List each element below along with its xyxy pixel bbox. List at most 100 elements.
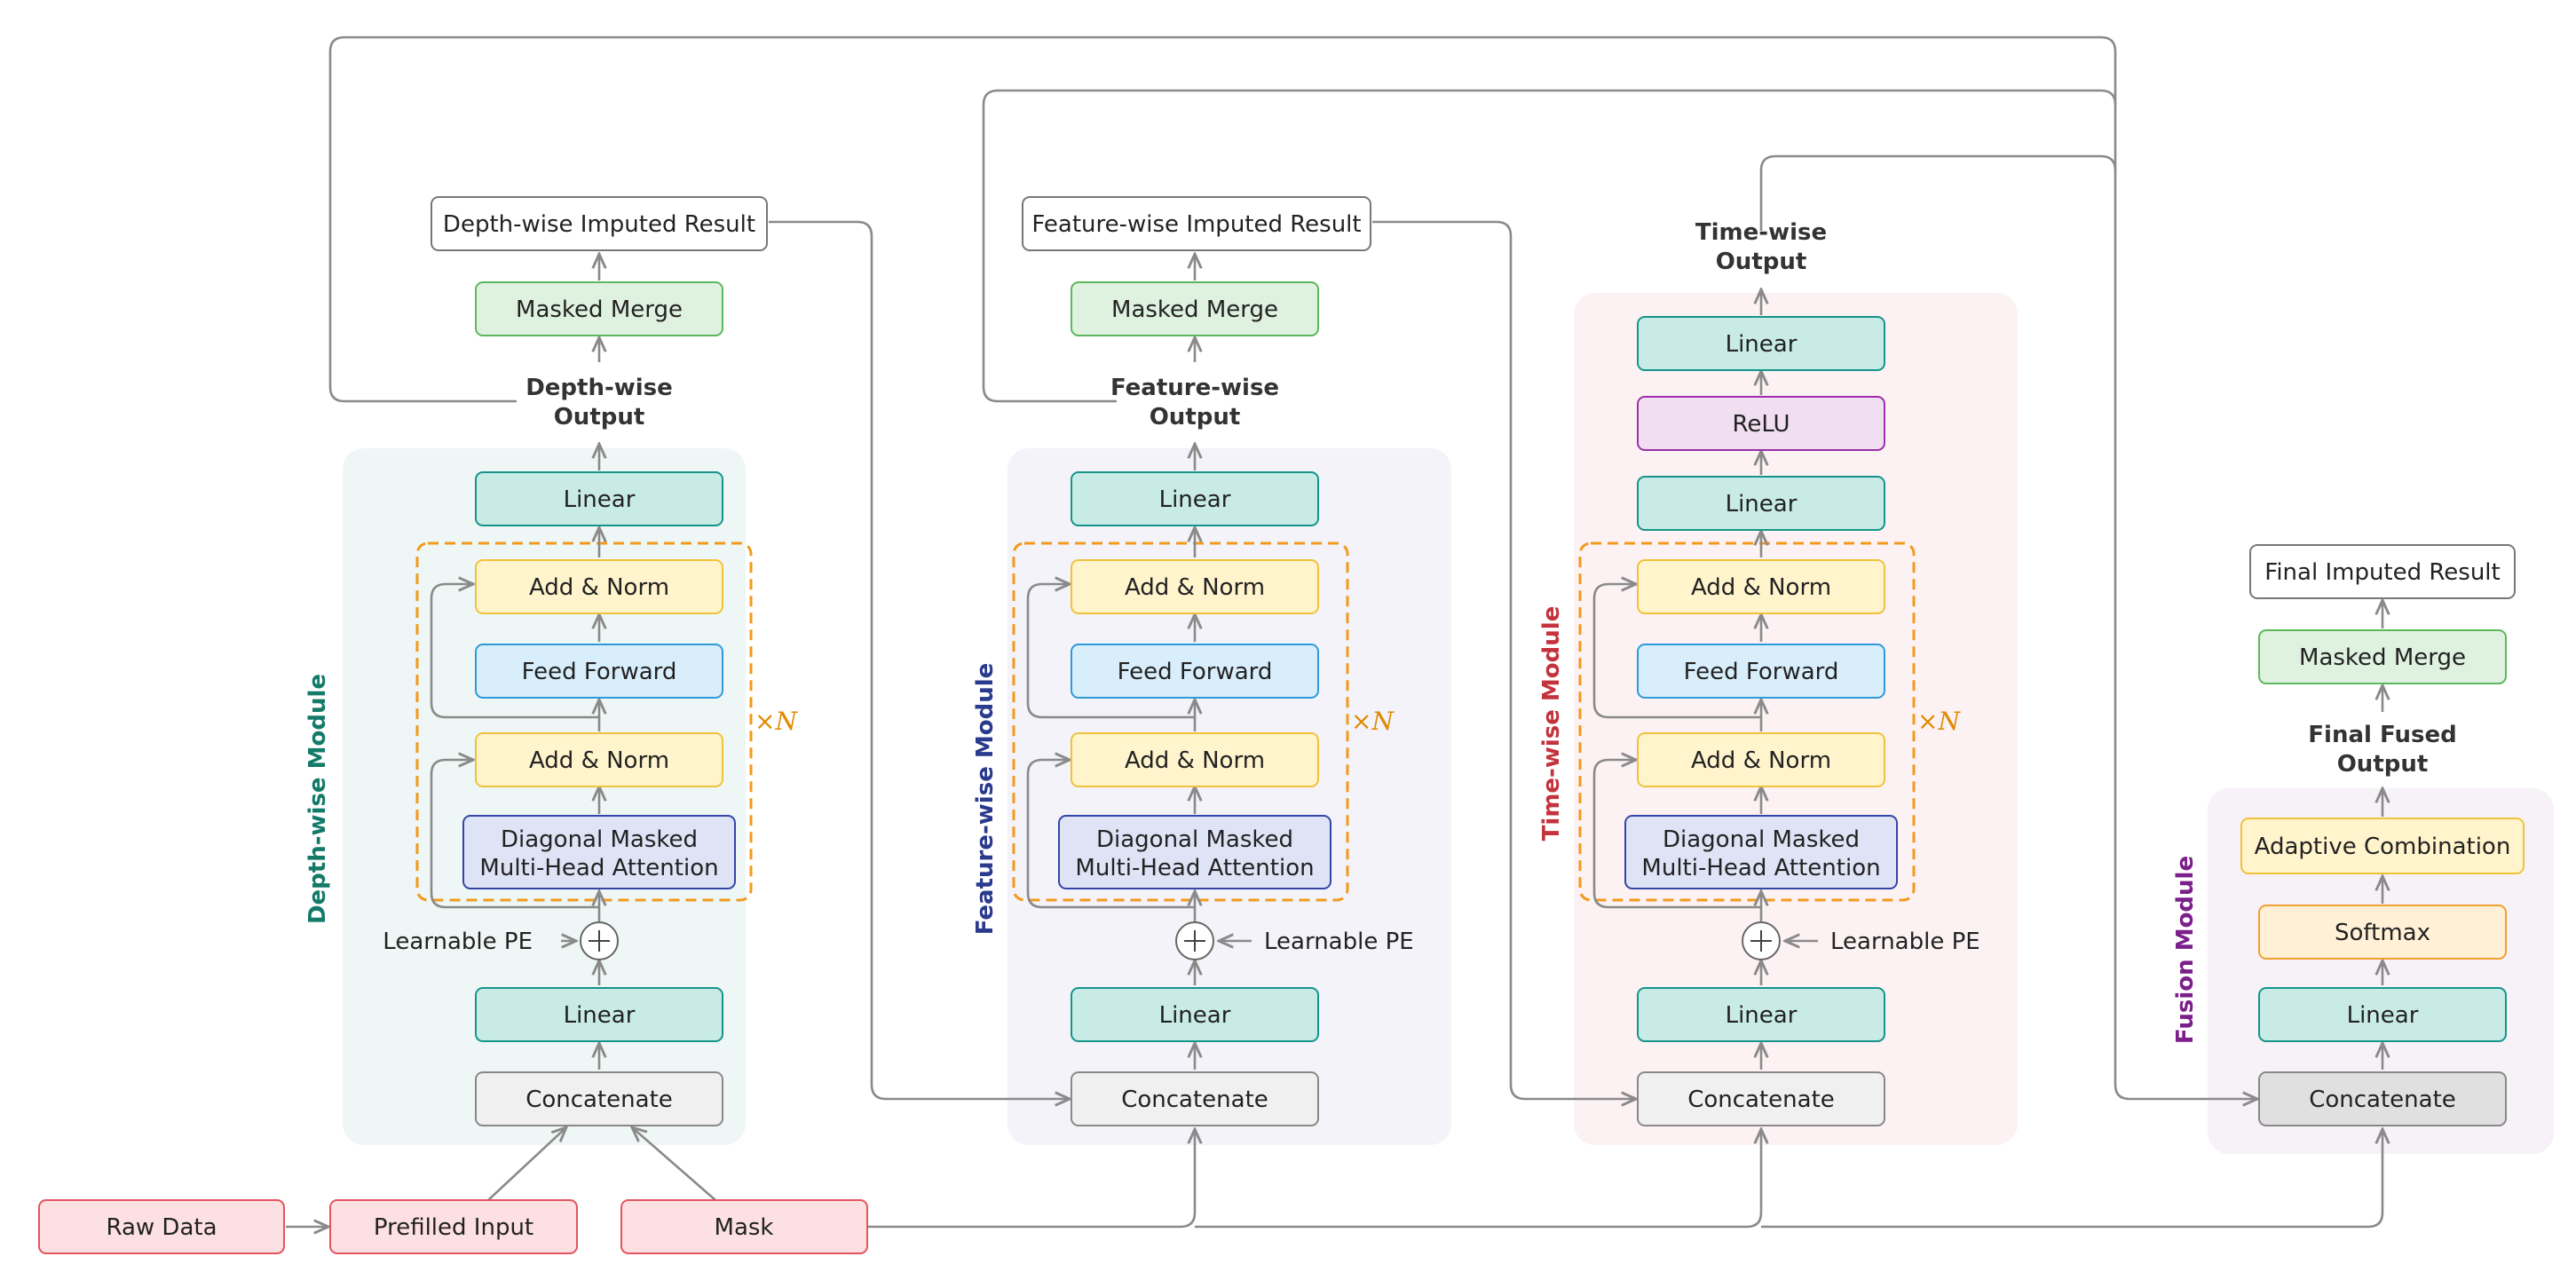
feature-repeat-label: ×N <box>1351 707 1395 736</box>
time-linear-1-node: Linear <box>1637 476 1885 531</box>
time-repeat-label: ×N <box>1917 707 1961 736</box>
depth-masked-merge-label: Masked Merge <box>516 296 683 323</box>
feature-imputed-result-label: Feature-wise Imputed Result <box>1031 211 1361 238</box>
fusion-softmax-label: Softmax <box>2335 920 2430 946</box>
fusion-adaptive-combination-node: Adaptive Combination <box>2240 818 2525 874</box>
depth-add-circle <box>580 921 619 960</box>
time-add-norm-2-label: Add & Norm <box>1691 574 1831 601</box>
time-learnable-pe-label: Learnable PE <box>1830 928 1980 955</box>
time-feed-forward-label: Feed Forward <box>1684 659 1839 685</box>
depth-attention-node: Diagonal Masked Multi-Head Attention <box>462 815 736 889</box>
feature-feed-forward-label: Feed Forward <box>1118 659 1273 685</box>
time-linear-in-node: Linear <box>1637 987 1885 1042</box>
depth-add-norm-1-node: Add & Norm <box>475 732 723 787</box>
depth-module-label: Depth-wise Module <box>304 674 331 924</box>
fusion-output-label-1: Final Fused <box>2308 722 2456 748</box>
depth-masked-merge-node: Masked Merge <box>475 281 723 336</box>
depth-linear-in-node: Linear <box>475 987 723 1042</box>
time-repeat-block <box>1578 541 1916 902</box>
time-attention-node: Diagonal Masked Multi-Head Attention <box>1624 815 1898 889</box>
feature-concatenate-label: Concatenate <box>1121 1087 1268 1113</box>
time-linear-2-node: Linear <box>1637 316 1885 371</box>
mask-label: Mask <box>715 1214 774 1241</box>
time-add-norm-2-node: Add & Norm <box>1637 559 1885 614</box>
time-output-label-2: Output <box>1716 249 1807 275</box>
time-attention-label-1: Diagonal Masked <box>1663 826 1860 853</box>
depth-attention-label-1: Diagonal Masked <box>501 826 698 853</box>
fusion-masked-merge-label: Masked Merge <box>2299 644 2466 671</box>
fusion-concatenate-node: Concatenate <box>2258 1071 2507 1126</box>
feature-output-label-2: Output <box>1150 404 1241 431</box>
depth-repeat-block <box>415 541 753 902</box>
feature-add-norm-1-node: Add & Norm <box>1071 732 1319 787</box>
feature-attention-label-1: Diagonal Masked <box>1096 826 1293 853</box>
connection-lines <box>286 36 2382 1227</box>
depth-concatenate-node: Concatenate <box>475 1071 723 1126</box>
depth-feed-forward-label: Feed Forward <box>522 659 677 685</box>
feature-attention-label-2: Multi-Head Attention <box>1075 855 1314 881</box>
feature-linear-in-label: Linear <box>1159 1002 1231 1029</box>
depth-imputed-result-node: Depth-wise Imputed Result <box>431 196 768 251</box>
feature-learnable-pe-label: Learnable PE <box>1264 928 1414 955</box>
time-relu-label: ReLU <box>1732 411 1790 438</box>
time-linear-2-label: Linear <box>1726 331 1798 358</box>
depth-linear-in-label: Linear <box>564 1002 636 1029</box>
fusion-linear-node: Linear <box>2258 987 2507 1042</box>
final-imputed-result-node: Final Imputed Result <box>2249 544 2516 599</box>
depth-linear-out-label: Linear <box>564 486 636 513</box>
feature-module-label: Feature-wise Module <box>972 663 999 936</box>
fusion-module-label: Fusion Module <box>2172 856 2199 1044</box>
time-concatenate-label: Concatenate <box>1687 1087 1835 1113</box>
fusion-adaptive-combination-label: Adaptive Combination <box>2255 834 2511 860</box>
prefilled-input-node: Prefilled Input <box>329 1199 578 1254</box>
depth-feed-forward-node: Feed Forward <box>475 644 723 699</box>
prefilled-input-label: Prefilled Input <box>374 1214 533 1241</box>
time-attention-label-2: Multi-Head Attention <box>1641 855 1880 881</box>
depth-output-label-1: Depth-wise <box>525 375 673 401</box>
feature-linear-out-label: Linear <box>1159 486 1231 513</box>
feature-attention-node: Diagonal Masked Multi-Head Attention <box>1058 815 1331 889</box>
time-output-label-1: Time-wise <box>1695 219 1827 246</box>
feature-feed-forward-node: Feed Forward <box>1071 644 1319 699</box>
feature-concatenate-node: Concatenate <box>1071 1071 1319 1126</box>
time-feed-forward-node: Feed Forward <box>1637 644 1885 699</box>
time-add-norm-1-label: Add & Norm <box>1691 747 1831 774</box>
feature-add-norm-2-node: Add & Norm <box>1071 559 1319 614</box>
feature-imputed-result-node: Feature-wise Imputed Result <box>1022 196 1371 251</box>
feature-repeat-block <box>1012 541 1349 902</box>
depth-add-norm-1-label: Add & Norm <box>529 747 669 774</box>
raw-data-node: Raw Data <box>38 1199 285 1254</box>
depth-module-background <box>343 448 746 1145</box>
depth-add-norm-2-node: Add & Norm <box>475 559 723 614</box>
depth-repeat-label: ×N <box>755 707 798 736</box>
fusion-masked-merge-node: Masked Merge <box>2258 629 2507 684</box>
final-imputed-result-label: Final Imputed Result <box>2264 559 2500 586</box>
feature-add-circle <box>1175 921 1214 960</box>
feature-linear-out-node: Linear <box>1071 471 1319 526</box>
feature-masked-merge-label: Masked Merge <box>1111 296 1278 323</box>
mask-node: Mask <box>620 1199 868 1254</box>
fusion-softmax-node: Softmax <box>2258 905 2507 960</box>
time-module-label: Time-wise Module <box>1538 606 1565 842</box>
feature-module-background <box>1007 448 1451 1145</box>
feature-masked-merge-node: Masked Merge <box>1071 281 1319 336</box>
time-relu-node: ReLU <box>1637 396 1885 451</box>
feature-linear-in-node: Linear <box>1071 987 1319 1042</box>
depth-learnable-pe-label: Learnable PE <box>383 928 533 955</box>
time-linear-1-label: Linear <box>1726 491 1798 518</box>
feature-output-label-1: Feature-wise <box>1110 375 1279 401</box>
depth-attention-label-2: Multi-Head Attention <box>479 855 718 881</box>
fusion-linear-label: Linear <box>2347 1002 2419 1029</box>
time-concatenate-node: Concatenate <box>1637 1071 1885 1126</box>
depth-linear-out-node: Linear <box>475 471 723 526</box>
depth-concatenate-label: Concatenate <box>525 1087 673 1113</box>
fusion-concatenate-label: Concatenate <box>2309 1087 2456 1113</box>
depth-output-label-2: Output <box>554 404 645 431</box>
depth-imputed-result-label: Depth-wise Imputed Result <box>443 211 755 238</box>
depth-add-norm-2-label: Add & Norm <box>529 574 669 601</box>
time-add-norm-1-node: Add & Norm <box>1637 732 1885 787</box>
time-linear-in-label: Linear <box>1726 1002 1798 1029</box>
raw-data-label: Raw Data <box>106 1214 217 1241</box>
fusion-output-label-2: Output <box>2337 751 2429 778</box>
